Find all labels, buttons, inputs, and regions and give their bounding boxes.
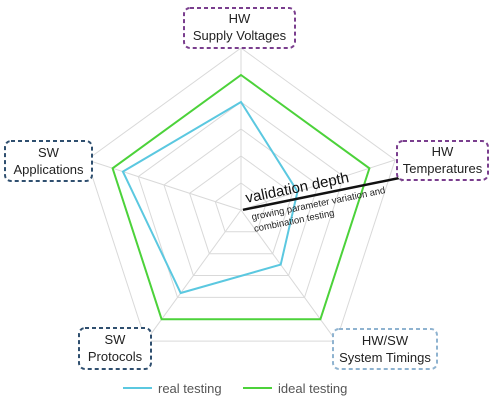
axis-label-temperatures: HW Temperatures bbox=[396, 140, 489, 181]
axis-label-box bbox=[183, 7, 296, 49]
axis-label-protocols: SW Protocols bbox=[78, 327, 152, 370]
axis-label-system-timings: HW/SW System Timings bbox=[332, 328, 438, 370]
axis-label-line: HW bbox=[432, 144, 454, 159]
grid-ring bbox=[137, 101, 345, 298]
axis-label-line: SW bbox=[38, 145, 60, 160]
radar-series bbox=[111, 73, 371, 321]
axis-label-line: Supply Voltages bbox=[193, 28, 287, 43]
validation-depth-annotation: validation depth growing parameter varia… bbox=[242, 169, 409, 235]
validation-depth-arrow bbox=[242, 173, 409, 212]
axis-label-line: Protocols bbox=[88, 349, 143, 364]
grid-ring bbox=[214, 182, 268, 233]
series-line-real-testing bbox=[121, 100, 299, 295]
axis-label-applications: SW Applications bbox=[4, 140, 93, 182]
axis-label-line: HW bbox=[229, 11, 251, 26]
axis-label-supply-voltages: HW Supply Voltages bbox=[183, 7, 296, 49]
axis-label-box bbox=[396, 140, 489, 181]
grid-ring bbox=[189, 155, 293, 255]
axis-label-line: Temperatures bbox=[403, 161, 483, 176]
axis-label-box bbox=[332, 328, 438, 370]
axis-label-box bbox=[4, 140, 93, 182]
legend-item-ideal-testing: ideal testing bbox=[243, 381, 347, 396]
axis-label-line: HW/SW bbox=[362, 333, 409, 348]
legend-label-ideal-testing: ideal testing bbox=[278, 381, 347, 396]
axis-label-line: SW bbox=[105, 332, 127, 347]
series-line-ideal-testing bbox=[111, 73, 371, 321]
legend-item-real-testing: real testing bbox=[123, 381, 222, 396]
axis-label-line: System Timings bbox=[339, 350, 431, 365]
legend-label-real-testing: real testing bbox=[158, 381, 222, 396]
axis-label-box bbox=[78, 327, 152, 370]
axis-spoke-apps bbox=[86, 159, 242, 211]
legend: real testing ideal testing bbox=[123, 381, 347, 396]
grid-ring bbox=[86, 47, 396, 342]
axis-label-line: Applications bbox=[13, 162, 84, 177]
